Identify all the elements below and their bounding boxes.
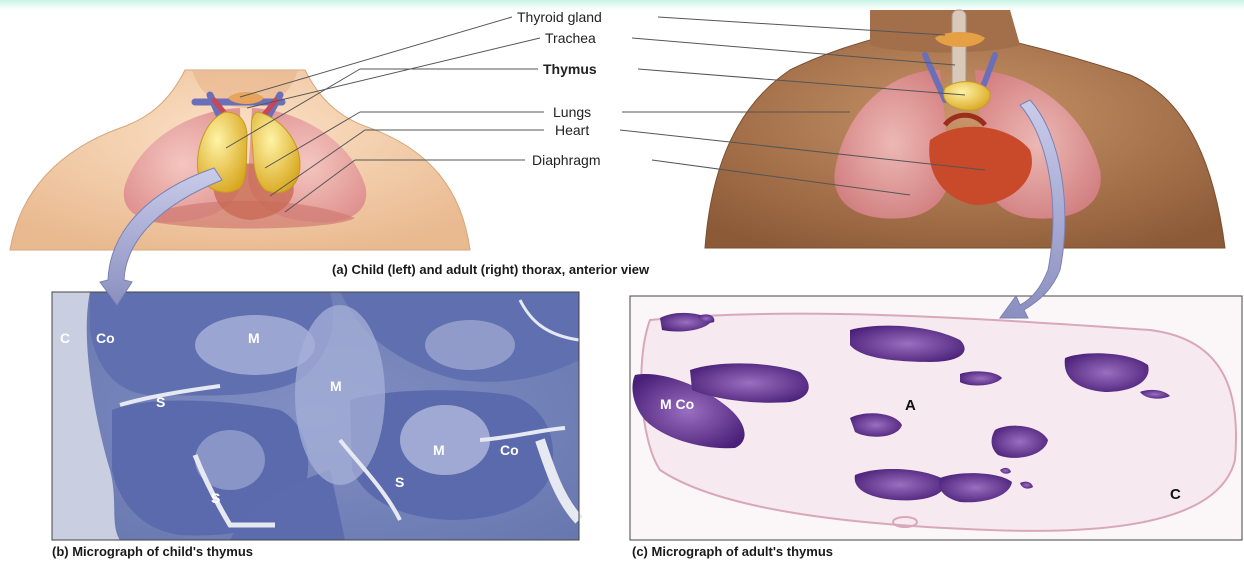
child-label-septum-1: S: [156, 394, 165, 410]
child-label-medulla-3: M: [433, 442, 445, 458]
label-thyroid-gland: Thyroid gland: [517, 9, 602, 25]
child-label-cortex-2: Co: [500, 442, 519, 458]
label-thymus: Thymus: [543, 61, 597, 77]
label-lungs: Lungs: [553, 104, 591, 120]
adult-micrograph: [630, 296, 1242, 540]
child-label-septum-2: S: [395, 474, 404, 490]
child-micrograph: [52, 292, 579, 540]
adult-label-adipose: A: [905, 397, 916, 414]
label-trachea: Trachea: [545, 30, 596, 46]
adult-label-medulla-cortex: M Co: [660, 396, 694, 412]
child-label-septum-3: S: [211, 490, 220, 506]
child-label-medulla-1: M: [248, 330, 260, 346]
child-label-medulla-2: M: [330, 378, 342, 394]
child-label-cortex-1: Co: [96, 330, 115, 346]
caption-c: (c) Micrograph of adult's thymus: [632, 544, 833, 559]
label-heart: Heart: [555, 122, 589, 138]
top-band: [0, 0, 1244, 10]
adult-label-capsule: C: [1170, 486, 1181, 503]
child-label-capsule: C: [60, 330, 70, 346]
caption-a: (a) Child (left) and adult (right) thora…: [332, 262, 649, 277]
label-diaphragm: Diaphragm: [532, 152, 600, 168]
caption-b: (b) Micrograph of child's thymus: [52, 544, 253, 559]
adult-torso-illustration: [705, 10, 1225, 248]
